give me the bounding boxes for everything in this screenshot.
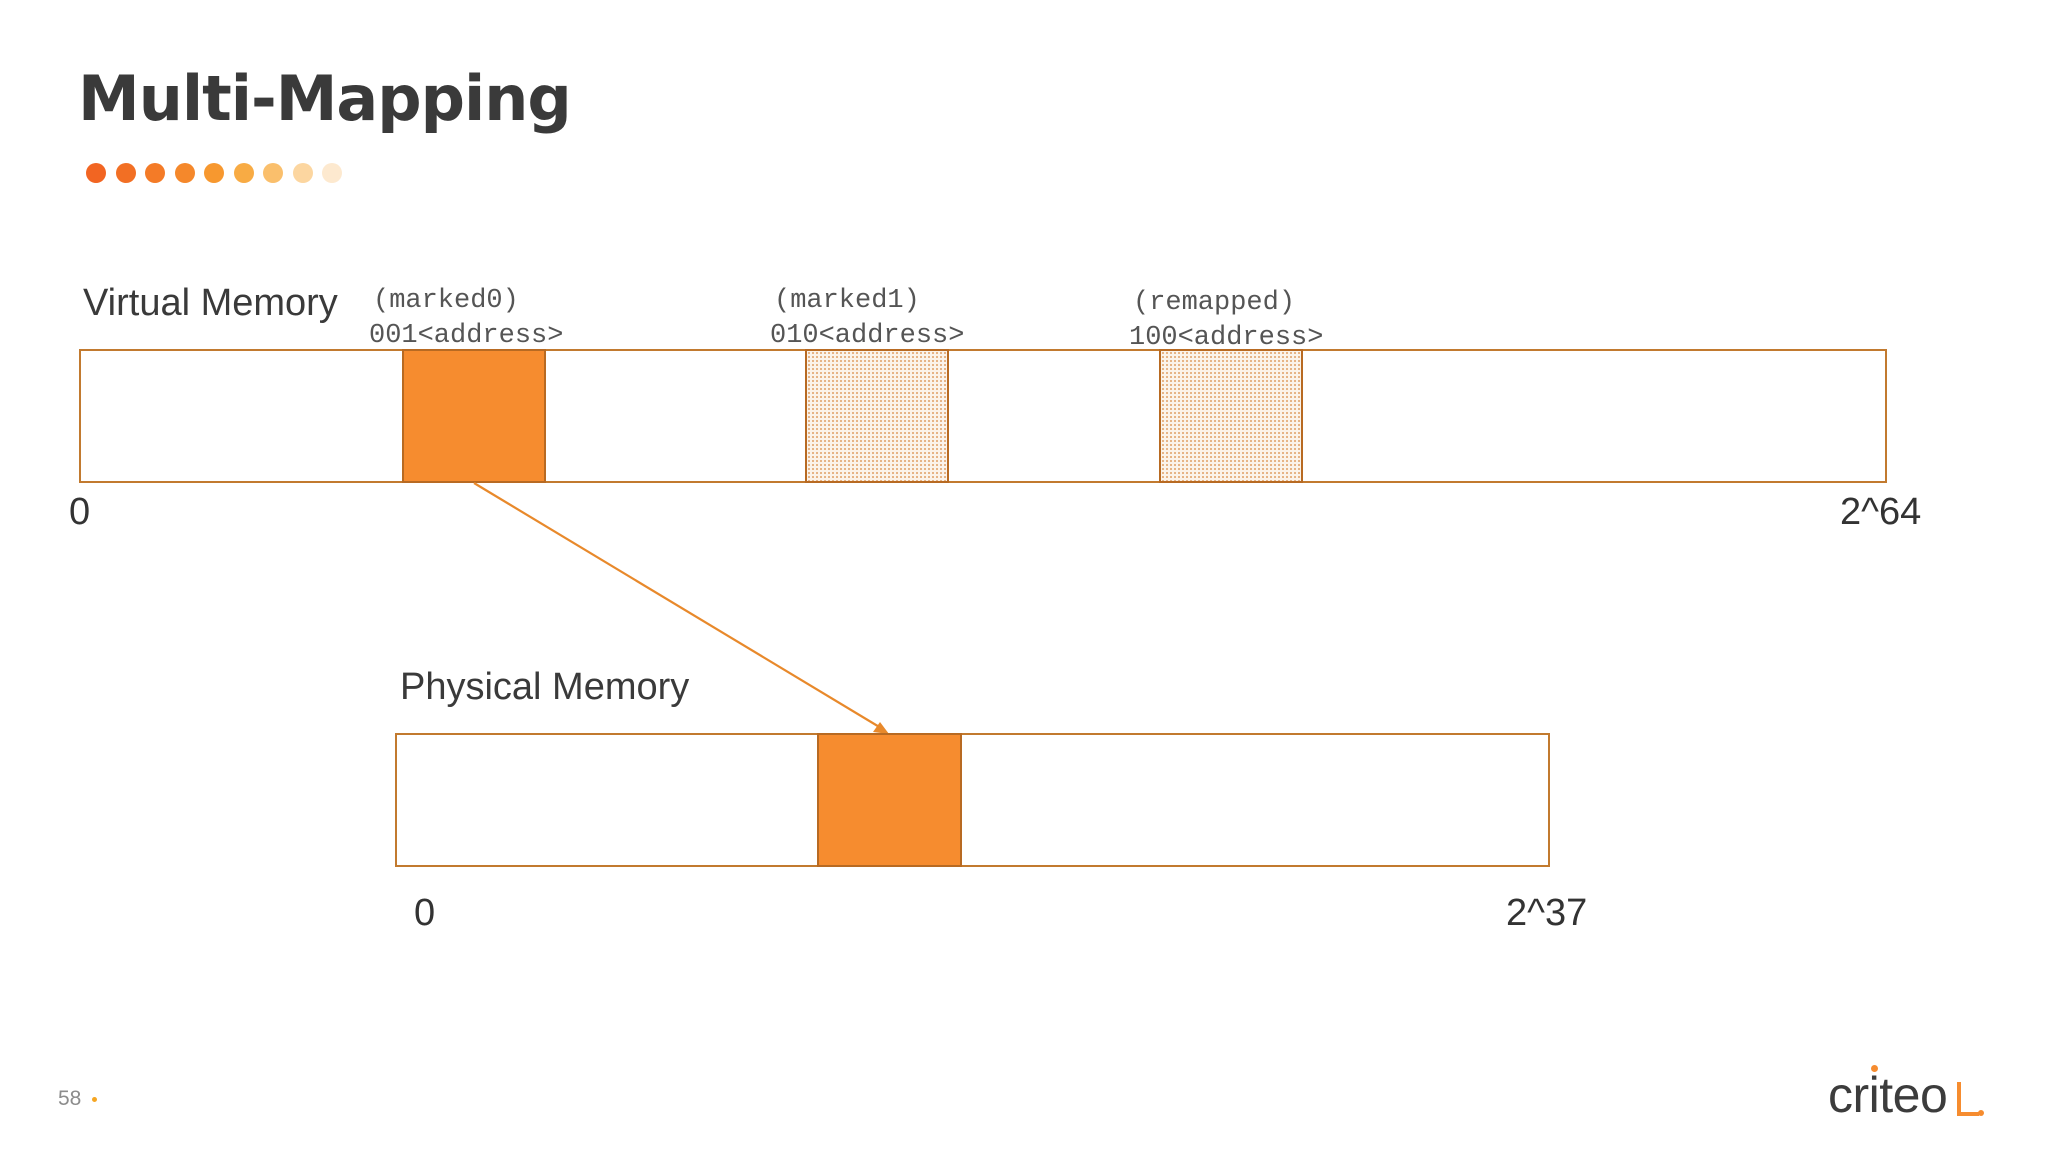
logo-text: criteo: [1828, 1067, 1948, 1123]
page-number-dot: [92, 1097, 97, 1102]
criteo-logo: criteo: [1828, 1060, 1985, 1123]
remapped-tag: (remapped): [1133, 288, 1296, 318]
marked0-address: 001<address>: [369, 321, 564, 351]
physical-memory-label: Physical Memory: [400, 666, 690, 708]
title-dot: [174, 163, 195, 183]
title-dot: [292, 163, 313, 183]
title-dot: [115, 163, 136, 183]
page-number: 58: [58, 1087, 82, 1110]
marked1-block: [805, 349, 949, 483]
virtual-memory-bar: [79, 349, 1887, 483]
title-dot: [322, 163, 342, 183]
marked1-tag: (marked1): [774, 286, 920, 316]
marked0-tag: (marked0): [373, 286, 519, 316]
slide-title: Multi-Mapping: [78, 62, 572, 135]
marked0-block: [402, 349, 546, 483]
physical-start-label: 0: [414, 892, 436, 934]
title-dot: [86, 163, 106, 183]
virtual-memory-label: Virtual Memory: [83, 282, 338, 324]
virtual-start-label: 0: [69, 491, 91, 533]
logo-mark-icon: [1953, 1076, 1985, 1120]
title-dots: [86, 163, 342, 183]
logo-i-dot-icon: [1871, 1065, 1878, 1072]
physical-memory-bar: [395, 733, 1550, 867]
virtual-end-label: 2^64: [1840, 491, 1922, 533]
title-dot: [233, 163, 254, 183]
physical-block: [817, 733, 962, 867]
remapped-block: [1159, 349, 1303, 483]
title-dot: [263, 163, 283, 183]
title-dot: [204, 163, 224, 183]
remapped-address: 100<address>: [1129, 323, 1324, 353]
physical-end-label: 2^37: [1506, 892, 1588, 934]
title-dot: [145, 163, 165, 183]
marked1-address: 010<address>: [770, 321, 965, 351]
